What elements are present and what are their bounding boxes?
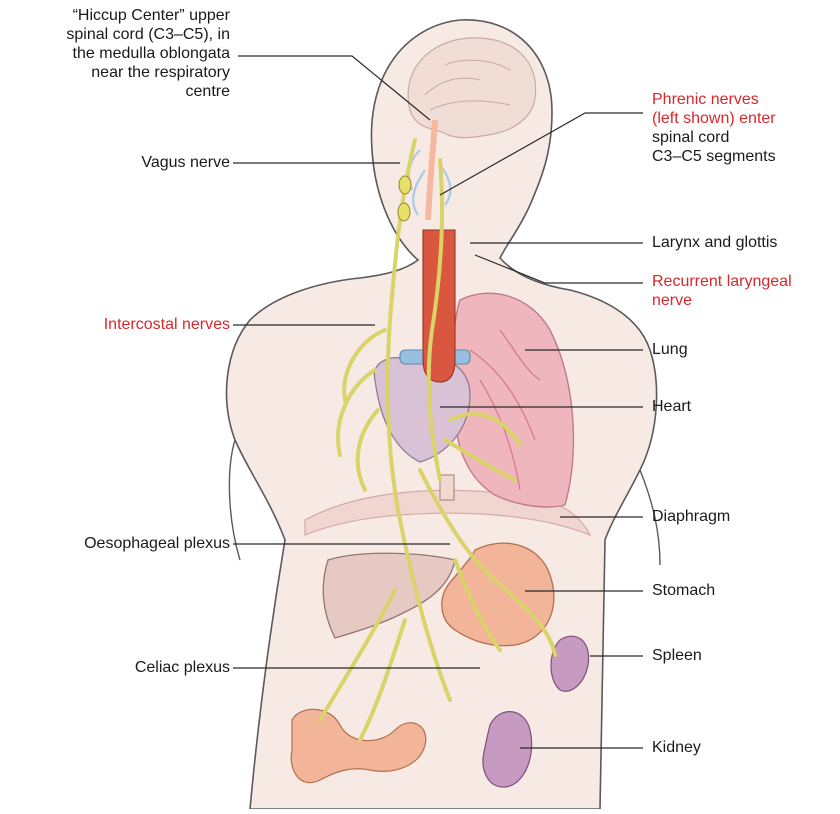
- phrenic-line-4: C3–C5 segments: [652, 147, 776, 166]
- phrenic-line-3: spinal cord: [652, 128, 776, 147]
- label-heart: Heart: [652, 397, 691, 416]
- hiccup-line-3: the medulla oblongata: [66, 44, 230, 63]
- recurrent-line-1: Recurrent laryngeal: [652, 272, 792, 291]
- label-diaphragm: Diaphragm: [652, 507, 730, 526]
- label-lung: Lung: [652, 340, 688, 359]
- oesophagus: [440, 475, 454, 500]
- phrenic-line-1: Phrenic nerves: [652, 90, 776, 109]
- hiccup-line-1: “Hiccup Center” upper: [66, 6, 230, 25]
- left-arm-outline: [229, 440, 240, 560]
- label-intercostal-nerves: Intercostal nerves: [104, 315, 230, 334]
- hiccup-line-2: spinal cord (C3–C5), in: [66, 25, 230, 44]
- label-oesophageal-plexus: Oesophageal plexus: [84, 534, 230, 553]
- label-celiac-plexus: Celiac plexus: [135, 658, 230, 677]
- label-spleen: Spleen: [652, 646, 702, 665]
- label-hiccup-center: “Hiccup Center” upper spinal cord (C3–C5…: [66, 6, 230, 101]
- hiccup-line-4: near the respiratory: [66, 63, 230, 82]
- label-kidney: Kidney: [652, 738, 701, 757]
- phrenic-line-2: (left shown) enter: [652, 109, 776, 128]
- label-vagus-nerve: Vagus nerve: [141, 153, 230, 172]
- hiccup-line-5: centre: [66, 82, 230, 101]
- label-stomach: Stomach: [652, 581, 715, 600]
- label-phrenic-nerves: Phrenic nerves (left shown) enter spinal…: [652, 90, 776, 166]
- label-larynx-glottis: Larynx and glottis: [652, 233, 777, 252]
- recurrent-line-2: nerve: [652, 291, 792, 310]
- label-recurrent-laryngeal: Recurrent laryngeal nerve: [652, 272, 792, 310]
